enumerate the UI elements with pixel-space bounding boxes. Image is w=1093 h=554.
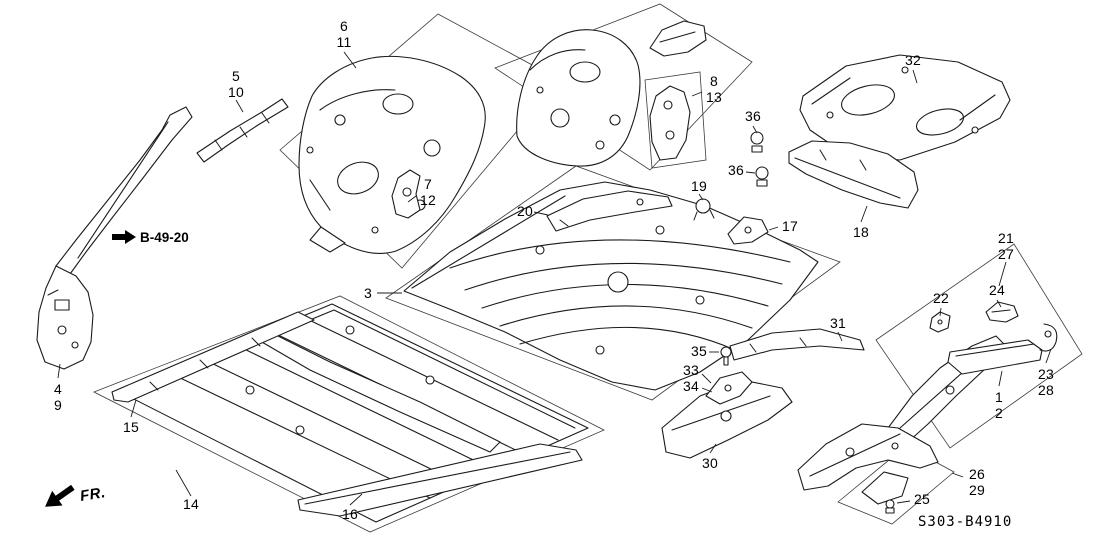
callout-label: 17 [782, 218, 798, 234]
callout-label: 32 [905, 52, 921, 68]
callout-label: 5 [231, 68, 240, 84]
callout-label: 25 [914, 491, 930, 507]
callout-label: 4 [54, 381, 62, 397]
callout-label: 36 [728, 162, 744, 178]
front-pillar-art [36, 98, 289, 370]
callout-label: 20 [517, 203, 533, 219]
callout-19[interactable]: 19 [691, 178, 707, 195]
callout-label: 10 [228, 83, 244, 100]
front-floor-art [111, 303, 589, 523]
callout-label: 13 [706, 88, 722, 105]
callout-label: 21 [998, 230, 1014, 246]
callout-label: 3 [364, 285, 372, 301]
callout-label: 14 [183, 496, 199, 512]
callout-3[interactable]: 3 [364, 285, 372, 302]
callout-label: 7 [423, 176, 432, 192]
side-inner-panel-art [298, 55, 486, 254]
reference-label: B-49-20 [140, 229, 189, 245]
callout-label: 36 [745, 108, 761, 124]
callout-label: 27 [998, 245, 1014, 262]
callout-label: 34 [683, 377, 699, 394]
callout-label: 16 [342, 506, 358, 522]
rear-floor-art [403, 181, 819, 391]
fr-arrow-icon [45, 484, 75, 507]
callout-17[interactable]: 17 [782, 218, 798, 235]
callout-label: 28 [1038, 381, 1054, 398]
callout-25[interactable]: 25 [914, 491, 930, 508]
rear-panel-art [750, 131, 919, 209]
callout-label: 11 [336, 33, 352, 50]
callout-32[interactable]: 32 [905, 52, 921, 69]
rear-frame-art [797, 423, 939, 514]
direction-label: FR. [78, 484, 107, 505]
callout-20[interactable]: 20 [517, 203, 533, 220]
callout-label: 1 [995, 389, 1003, 405]
crossmember-art [661, 328, 865, 459]
callout-16[interactable]: 16 [342, 506, 358, 523]
side-sill-art [887, 301, 1058, 443]
callout-14[interactable]: 14 [183, 496, 199, 513]
callout-label: 35 [691, 343, 707, 359]
callout-label: 2 [995, 404, 1003, 421]
callout-label: 24 [989, 282, 1005, 298]
callout-15[interactable]: 15 [123, 419, 139, 436]
callout-label: 26 [969, 466, 985, 482]
callout-18[interactable]: 18 [853, 224, 869, 241]
callout-label: 23 [1038, 366, 1054, 382]
bulkhead-panel-art [516, 20, 707, 167]
callout-label: 8 [709, 73, 718, 89]
callout-label: 19 [691, 178, 707, 194]
callout-36-lower[interactable]: 36 [728, 162, 744, 179]
callout-label: 29 [969, 481, 985, 498]
callout-24[interactable]: 24 [989, 282, 1005, 299]
direction-marker: FR. [38, 480, 128, 530]
callout-22[interactable]: 22 [933, 290, 949, 307]
callout-30[interactable]: 30 [702, 455, 718, 472]
callout-31[interactable]: 31 [830, 315, 846, 332]
diagram-code: S303-B4910 [918, 514, 1013, 530]
callout-label: 33 [683, 362, 699, 378]
callout-label: 22 [933, 290, 949, 306]
rear-shelf-art [799, 54, 1011, 161]
cross-reference-link[interactable]: B-49-20 [112, 229, 189, 245]
callout-label: 18 [853, 224, 869, 240]
callout-label: 6 [340, 18, 348, 34]
callout-label: 9 [54, 396, 62, 413]
callout-label: 31 [830, 315, 846, 331]
callout-label: 12 [420, 191, 436, 208]
callout-label: 15 [123, 419, 139, 435]
leader-lines [57, 51, 1052, 506]
callout-label: 30 [702, 455, 718, 471]
reference-arrow-icon [112, 230, 136, 244]
callout-35[interactable]: 35 [691, 343, 707, 360]
callout-36-upper[interactable]: 36 [745, 108, 761, 125]
